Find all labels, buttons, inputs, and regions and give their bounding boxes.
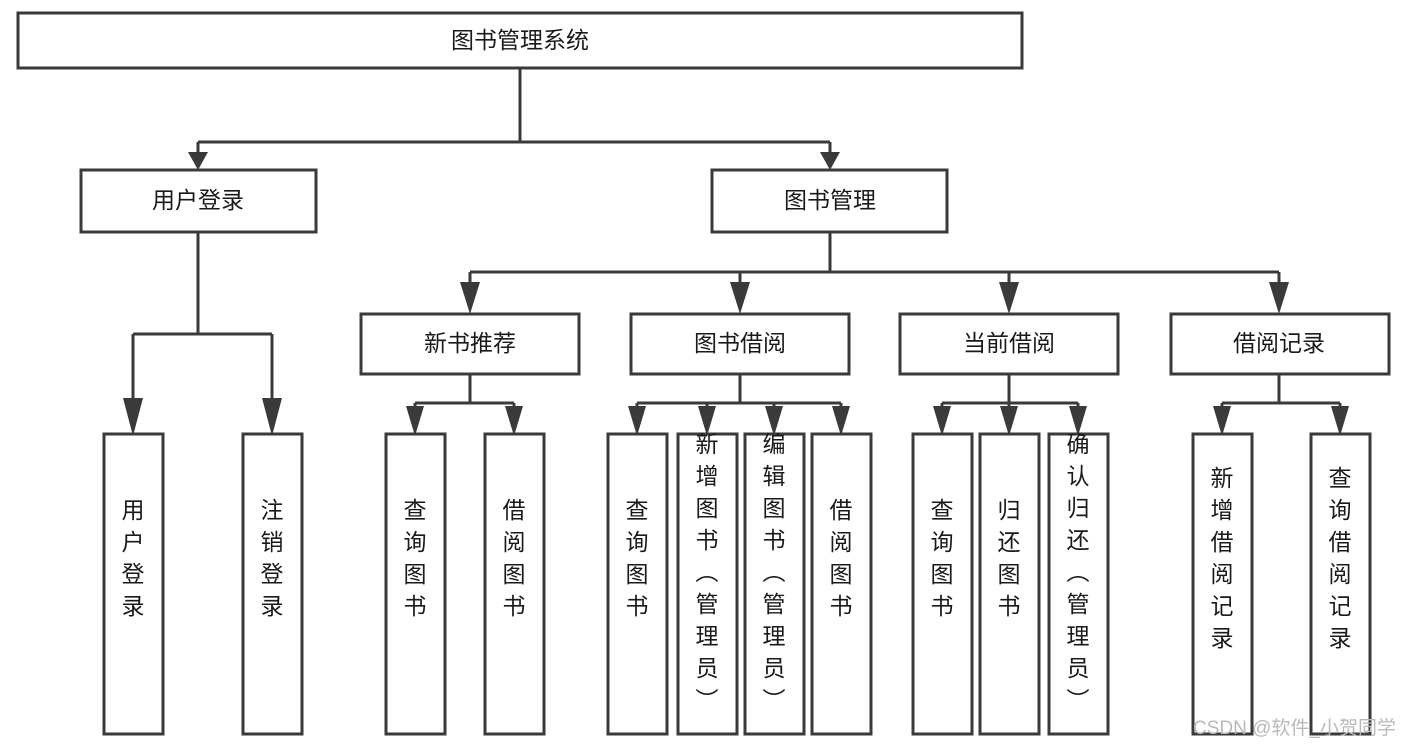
node-current-borrow[interactable]: 当前借阅 <box>898 312 1120 376</box>
node-book-borrow-label: 图书借阅 <box>694 330 786 356</box>
node-root-box[interactable] <box>16 11 1024 70</box>
leaf-bookborrow-query-book-label: 查询图书 <box>626 497 649 619</box>
node-borrow-record-box[interactable] <box>1169 312 1391 376</box>
leaf-bookborrow-query-book[interactable]: 查询图书 <box>606 432 669 736</box>
leaf-bookborrow-query-book-box[interactable] <box>606 432 669 736</box>
leaf-currentborrow-confirm-return-box[interactable] <box>1047 432 1110 736</box>
node-book-management-label: 图书管理 <box>784 187 876 213</box>
arrow-to-bookborrow-leaf-2 <box>698 406 716 436</box>
leaf-currentborrow-return-book[interactable]: 归还图书 <box>978 432 1041 736</box>
node-borrow-record[interactable]: 借阅记录 <box>1169 312 1391 376</box>
arrow-to-book-borrow <box>730 282 750 314</box>
connector-layer <box>123 68 1349 436</box>
leaf-bookborrow-add-book[interactable]: 新增图书︵管理员︶ <box>676 431 739 736</box>
arrow-to-leaf-logout <box>262 398 282 436</box>
leaf-newbook-query-book-label: 查询图书 <box>404 497 427 619</box>
node-user-login-label: 用户登录 <box>152 187 244 213</box>
node-current-borrow-label: 当前借阅 <box>963 330 1055 356</box>
leaf-newbook-borrow-book[interactable]: 借阅图书 <box>483 432 546 736</box>
leaf-newbook-borrow-book-label: 借阅图书 <box>503 497 526 619</box>
csdn-watermark: CSDN @软件_小贺同学 <box>1193 717 1396 739</box>
leaf-bookborrow-add-book-box[interactable] <box>676 432 739 736</box>
leaf-logout-label: 注销登录 <box>261 497 284 619</box>
leaf-borrowrecord-query-record-box[interactable] <box>1309 432 1372 736</box>
leaf-borrowrecord-query-record-label: 查询借阅记录 <box>1329 465 1352 651</box>
leaf-bookborrow-edit-book-box[interactable] <box>743 432 806 736</box>
arrow-to-current-borrow <box>999 282 1019 314</box>
leaf-currentborrow-return-book-box[interactable] <box>978 432 1041 736</box>
leaf-bookborrow-edit-book[interactable]: 编辑图书︵管理员︶ <box>743 431 806 736</box>
leaf-bookborrow-borrow-book-box[interactable] <box>810 432 873 736</box>
leaf-newbook-query-book-box[interactable] <box>384 432 447 736</box>
node-book-management[interactable]: 图书管理 <box>710 168 949 234</box>
leaf-currentborrow-confirm-return-label: 确认归还︵管理员︶ <box>1067 431 1090 713</box>
leaf-bookborrow-borrow-book-label: 借阅图书 <box>830 497 853 619</box>
arrow-to-new-book <box>460 282 480 314</box>
leaf-logout-box[interactable] <box>241 432 304 736</box>
node-current-borrow-box[interactable] <box>898 312 1120 376</box>
node-root-label: 图书管理系统 <box>451 27 589 53</box>
leaf-user-login[interactable]: 用户登录 <box>102 432 165 736</box>
arrow-to-newbook-leaf-2 <box>505 406 523 436</box>
leaf-logout[interactable]: 注销登录 <box>241 432 304 736</box>
node-user-login[interactable]: 用户登录 <box>79 168 318 234</box>
leaf-currentborrow-confirm-return[interactable]: 确认归还︵管理员︶ <box>1047 431 1110 736</box>
arrow-to-user-login <box>188 152 208 170</box>
arrow-to-bookborrow-leaf-1 <box>628 406 646 436</box>
arrow-to-newbook-leaf-1 <box>406 406 424 436</box>
leaf-currentborrow-query-book-label: 查询图书 <box>931 497 954 619</box>
node-new-book-recommend-box[interactable] <box>359 312 581 376</box>
node-borrow-record-label: 借阅记录 <box>1233 330 1325 356</box>
leaf-bookborrow-add-book-label: 新增图书︵管理员︶ <box>696 431 719 713</box>
arrow-to-bookborrow-leaf-3 <box>765 406 783 436</box>
leaf-borrowrecord-add-record-box[interactable] <box>1191 432 1254 736</box>
leaf-currentborrow-query-book-box[interactable] <box>911 432 974 736</box>
node-new-book-recommend-label: 新书推荐 <box>424 330 516 356</box>
node-new-book-recommend[interactable]: 新书推荐 <box>359 312 581 376</box>
node-book-borrow[interactable]: 图书借阅 <box>629 312 851 376</box>
arrow-to-book-mgmt <box>820 152 840 170</box>
leaf-newbook-borrow-book-box[interactable] <box>483 432 546 736</box>
arrow-to-currentborrow-leaf-2 <box>1000 406 1018 436</box>
leaf-user-login-box[interactable] <box>102 432 165 736</box>
leaf-borrowrecord-query-record[interactable]: 查询借阅记录 <box>1309 432 1372 736</box>
arrow-to-borrowrecord-leaf-1 <box>1213 406 1231 436</box>
leaf-bookborrow-edit-book-label: 编辑图书︵管理员︶ <box>763 431 786 713</box>
leaf-currentborrow-query-book[interactable]: 查询图书 <box>911 432 974 736</box>
node-root[interactable]: 图书管理系统 <box>16 11 1024 70</box>
arrow-to-currentborrow-leaf-3 <box>1069 406 1087 436</box>
arrow-to-bookborrow-leaf-4 <box>832 406 850 436</box>
leaf-borrowrecord-add-record-label: 新增借阅记录 <box>1211 465 1234 651</box>
leaf-bookborrow-borrow-book[interactable]: 借阅图书 <box>810 432 873 736</box>
arrow-to-borrow-record <box>1269 282 1289 314</box>
arrow-to-borrowrecord-leaf-2 <box>1331 406 1349 436</box>
arrow-to-leaf-user-login <box>123 398 143 436</box>
leaf-borrowrecord-add-record[interactable]: 新增借阅记录 <box>1191 432 1254 736</box>
leaf-newbook-query-book[interactable]: 查询图书 <box>384 432 447 736</box>
leaf-currentborrow-return-book-label: 归还图书 <box>998 497 1021 619</box>
node-book-borrow-box[interactable] <box>629 312 851 376</box>
node-user-login-box[interactable] <box>79 168 318 234</box>
node-book-management-box[interactable] <box>710 168 949 234</box>
arrow-to-currentborrow-leaf-1 <box>933 406 951 436</box>
leaf-user-login-label: 用户登录 <box>122 497 145 619</box>
